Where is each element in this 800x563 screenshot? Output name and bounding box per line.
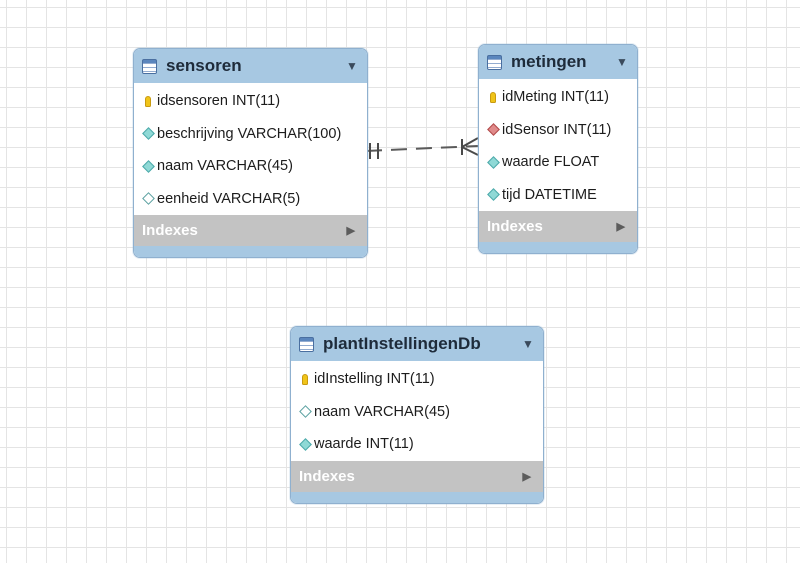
key-icon bbox=[141, 95, 155, 107]
column-list: idInstelling INT(11) naam VARCHAR(45) wa… bbox=[291, 361, 543, 461]
column-row[interactable]: waarde INT(11) bbox=[291, 428, 543, 461]
table-plantinstellingendb[interactable]: plantInstellingenDb ▼ idInstelling INT(1… bbox=[290, 326, 544, 504]
column-label: beschrijving VARCHAR(100) bbox=[157, 125, 342, 142]
hollow-diamond-icon bbox=[298, 405, 312, 419]
hollow-diamond-icon bbox=[141, 192, 155, 206]
teal-diamond-icon bbox=[141, 159, 155, 173]
column-row[interactable]: waarde FLOAT bbox=[479, 146, 637, 179]
collapse-triangle-icon[interactable]: ▼ bbox=[346, 59, 358, 73]
table-title: sensoren bbox=[166, 56, 242, 75]
table-icon bbox=[142, 58, 157, 74]
expand-arrow-icon[interactable]: ▶ bbox=[616, 221, 625, 233]
indexes-section[interactable]: Indexes ▶ bbox=[134, 215, 367, 246]
teal-diamond-icon bbox=[141, 127, 155, 141]
column-label: eenheid VARCHAR(5) bbox=[157, 190, 301, 207]
key-icon bbox=[486, 91, 500, 103]
column-label: naam VARCHAR(45) bbox=[157, 158, 293, 175]
column-label: waarde FLOAT bbox=[502, 154, 600, 171]
key-icon bbox=[298, 373, 312, 385]
column-label: idMeting INT(11) bbox=[502, 89, 609, 106]
column-list: idsensoren INT(11) beschrijving VARCHAR(… bbox=[134, 83, 367, 215]
column-row[interactable]: idsensoren INT(11) bbox=[134, 85, 367, 118]
column-list: idMeting INT(11) idSensor INT(11) waarde… bbox=[479, 79, 637, 211]
teal-diamond-icon bbox=[486, 188, 500, 202]
column-row[interactable]: eenheid VARCHAR(5) bbox=[134, 183, 367, 216]
indexes-label: Indexes bbox=[299, 467, 355, 485]
column-row[interactable]: tijd DATETIME bbox=[479, 179, 637, 212]
table-icon bbox=[299, 336, 314, 352]
collapse-triangle-icon[interactable]: ▼ bbox=[616, 55, 628, 69]
column-row[interactable]: idInstelling INT(11) bbox=[291, 363, 543, 396]
teal-diamond-icon bbox=[298, 437, 312, 451]
indexes-section[interactable]: Indexes ▶ bbox=[479, 211, 637, 242]
column-label: naam VARCHAR(45) bbox=[314, 403, 450, 420]
column-label: idsensoren INT(11) bbox=[157, 93, 281, 110]
expand-arrow-icon[interactable]: ▶ bbox=[346, 225, 355, 237]
column-row[interactable]: beschrijving VARCHAR(100) bbox=[134, 118, 367, 151]
table-header[interactable]: metingen ▼ bbox=[479, 45, 637, 79]
table-icon bbox=[487, 54, 502, 70]
column-label: tijd DATETIME bbox=[502, 186, 597, 203]
column-label: idSensor INT(11) bbox=[502, 121, 612, 138]
table-header[interactable]: sensoren ▼ bbox=[134, 49, 367, 83]
teal-diamond-icon bbox=[486, 155, 500, 169]
column-row[interactable]: idSensor INT(11) bbox=[479, 114, 637, 147]
column-label: idInstelling INT(11) bbox=[314, 371, 435, 388]
table-title: plantInstellingenDb bbox=[323, 334, 481, 353]
crowfoot-upper bbox=[461, 137, 479, 148]
table-title: metingen bbox=[511, 52, 587, 71]
column-label: waarde INT(11) bbox=[314, 436, 414, 453]
table-metingen[interactable]: metingen ▼ idMeting INT(11) idSensor INT… bbox=[478, 44, 638, 254]
collapse-triangle-icon[interactable]: ▼ bbox=[522, 337, 534, 351]
table-header[interactable]: plantInstellingenDb ▼ bbox=[291, 327, 543, 361]
column-row[interactable]: naam VARCHAR(45) bbox=[291, 396, 543, 429]
crowfoot-lower bbox=[461, 146, 479, 156]
table-footer bbox=[291, 491, 543, 503]
expand-arrow-icon[interactable]: ▶ bbox=[522, 470, 531, 483]
indexes-label: Indexes bbox=[142, 222, 198, 239]
indexes-label: Indexes bbox=[487, 218, 543, 235]
table-footer bbox=[134, 246, 367, 257]
indexes-section[interactable]: Indexes ▶ bbox=[291, 460, 543, 492]
table-sensoren[interactable]: sensoren ▼ idsensoren INT(11) beschrijvi… bbox=[133, 48, 368, 258]
column-row[interactable]: idMeting INT(11) bbox=[479, 81, 637, 114]
table-footer bbox=[479, 242, 637, 253]
relationship-dashed-line bbox=[365, 145, 479, 152]
red-diamond-icon bbox=[486, 123, 500, 137]
column-row[interactable]: naam VARCHAR(45) bbox=[134, 150, 367, 183]
